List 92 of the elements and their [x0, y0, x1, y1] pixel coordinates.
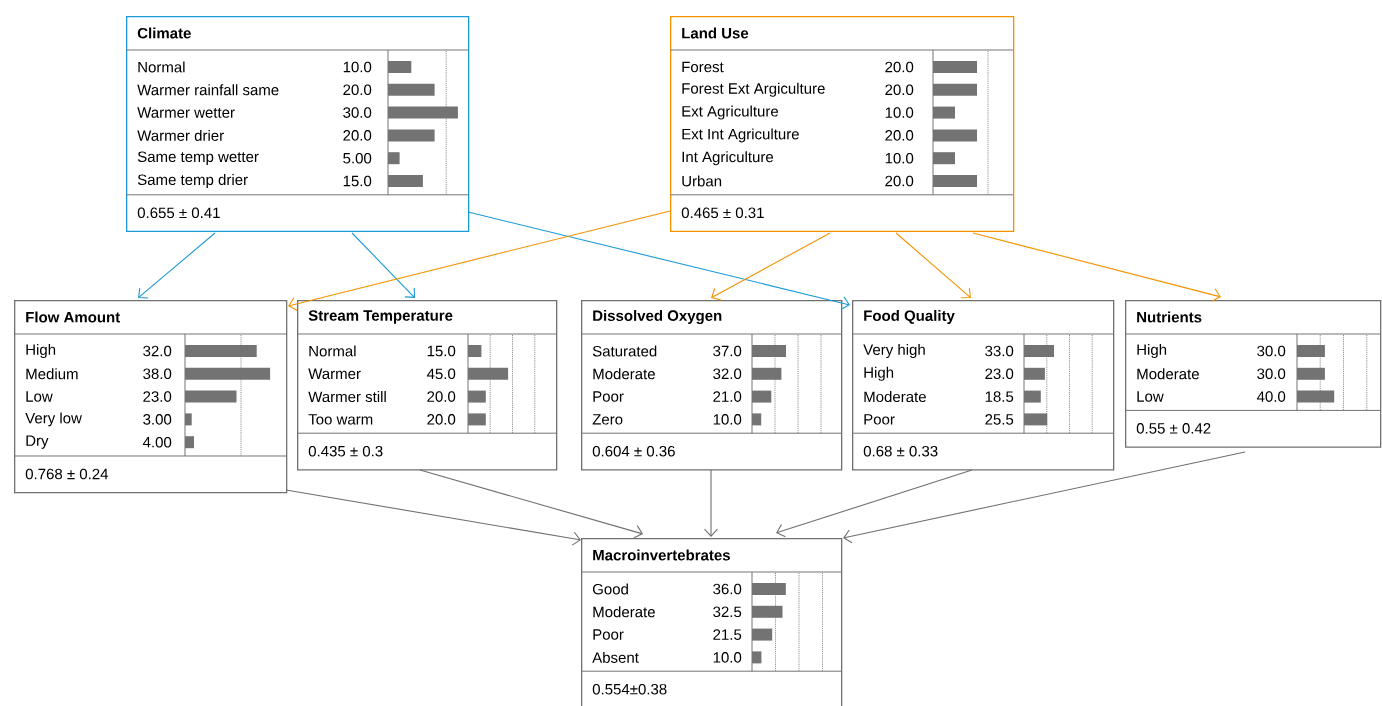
state-label: Too warm — [308, 414, 373, 425]
state-label: Absent — [592, 651, 639, 663]
arrow — [972, 232, 1221, 302]
state-label: Zero — [592, 414, 623, 425]
probability-value: 21.0 — [713, 391, 742, 402]
probability-value: 20.0 — [343, 84, 372, 96]
arrow — [895, 232, 971, 299]
probability-value: 30.0 — [1257, 368, 1286, 380]
probability-value: 15.0 — [343, 175, 372, 187]
state-label: Forest — [682, 61, 724, 73]
mean-value: 0.768 ± 0.24 — [25, 468, 109, 480]
mean-value: 0.655 ± 0.41 — [137, 207, 220, 219]
state-label: Very high — [863, 344, 925, 358]
state-label: Forest Ext Argiculture — [682, 82, 825, 97]
mean-value: 0.465 ± 0.31 — [681, 207, 764, 219]
state-label: Poor — [593, 629, 624, 640]
state-label: Dry — [26, 435, 49, 449]
state-label: Low — [26, 391, 53, 402]
probability-value: 23.0 — [143, 391, 172, 402]
state-label: Warmer still — [308, 391, 386, 403]
arrow — [285, 489, 581, 546]
mean-value: 0.435 ± 0.3 — [308, 445, 383, 457]
probability-value: 4.00 — [142, 436, 172, 448]
mean-value: 0.554±0.38 — [592, 683, 667, 695]
probability-value: 10.0 — [885, 152, 914, 164]
arrow — [467, 211, 850, 310]
state-label: Moderate — [864, 391, 926, 403]
probability-value: 20.0 — [427, 414, 456, 425]
state-label: Warmer rainfall same — [137, 84, 279, 96]
state-label: High — [26, 344, 56, 358]
probability-value: 10.0 — [885, 107, 914, 118]
state-label: Normal — [138, 61, 185, 73]
arrow — [843, 451, 1246, 544]
probability-value: 15.0 — [427, 345, 456, 357]
state-label: Poor — [864, 414, 895, 425]
state-label: Warmer — [308, 368, 361, 379]
state-label: Same temp drier — [137, 174, 248, 188]
probability-value: 21.5 — [713, 629, 742, 640]
state-label: Very low — [25, 412, 82, 427]
probability-value: 20.0 — [885, 84, 914, 96]
mean-value: 0.604 ± 0.36 — [592, 445, 675, 457]
state-label: Low — [1137, 391, 1164, 402]
probability-value: 45.0 — [426, 368, 456, 380]
probability-value: 33.0 — [985, 345, 1014, 357]
state-label: Moderate — [593, 368, 655, 380]
probability-value: 3.00 — [143, 414, 172, 425]
state-label: Good — [592, 583, 628, 595]
probability-value: 23.0 — [985, 368, 1014, 380]
probability-value: 38.0 — [143, 368, 172, 380]
state-label: Warmer wetter — [137, 107, 235, 118]
arrow — [711, 232, 831, 301]
probability-value: 18.5 — [985, 391, 1014, 402]
probability-value: 37.0 — [713, 345, 742, 357]
probability-value: 25.5 — [985, 414, 1014, 425]
probability-value: 10.0 — [343, 61, 372, 73]
probability-value: 32.0 — [713, 368, 742, 380]
probability-value: 32.0 — [143, 345, 172, 357]
state-label: Ext Int Agriculture — [682, 128, 799, 143]
state-label: Ext Agriculture — [682, 105, 779, 120]
state-label: Warmer drier — [137, 129, 224, 141]
state-label: Moderate — [593, 606, 655, 618]
arrow — [288, 210, 671, 311]
arrow — [419, 469, 643, 539]
arrow — [703, 469, 719, 537]
probability-value: 20.0 — [885, 130, 914, 141]
state-label: Same temp wetter — [137, 151, 259, 165]
probability-value: 20.0 — [885, 175, 914, 187]
state-label: Medium — [26, 368, 78, 380]
state-label: Urban — [682, 175, 722, 187]
probability-value: 5.00 — [343, 152, 372, 164]
probability-value: 30.0 — [343, 107, 372, 118]
state-label: High — [864, 366, 894, 381]
probability-value: 32.5 — [713, 606, 742, 618]
probability-value: 10.0 — [713, 414, 742, 425]
state-label: High — [1137, 344, 1167, 358]
arrow — [351, 232, 415, 298]
probability-value: 20.0 — [343, 130, 372, 141]
probability-value: 10.0 — [713, 652, 742, 663]
state-label: Poor — [593, 391, 624, 402]
probability-value: 30.0 — [1257, 345, 1286, 357]
probability-value: 36.0 — [713, 583, 742, 595]
probability-value: 40.0 — [1256, 391, 1286, 402]
arrow — [138, 232, 216, 299]
state-label: Int Agriculture — [682, 151, 774, 166]
state-label: Moderate — [1137, 368, 1199, 380]
probability-value: 20.0 — [885, 61, 914, 73]
mean-value: 0.68 ± 0.33 — [863, 445, 938, 457]
state-label: Saturated — [592, 345, 657, 357]
state-label: Normal — [309, 345, 356, 357]
mean-value: 0.55 ± 0.42 — [1136, 423, 1211, 434]
probability-value: 20.0 — [427, 391, 456, 402]
arrow — [776, 469, 973, 538]
